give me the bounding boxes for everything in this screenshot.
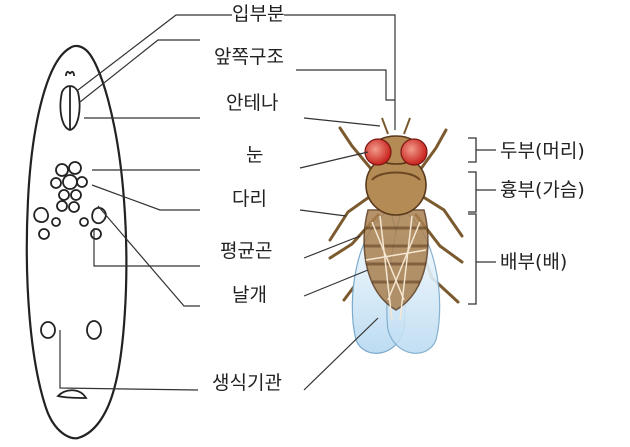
label-thorax: 흉부(가슴) xyxy=(500,179,585,201)
label-leg: 다리 xyxy=(232,188,267,210)
label-haltere: 평균곤 xyxy=(220,240,272,262)
label-abdomen: 배부(배) xyxy=(500,251,567,273)
label-eye: 눈 xyxy=(246,144,263,166)
fly-left-eye xyxy=(365,139,391,165)
label-head: 두부(머리) xyxy=(500,140,585,162)
body-region-brackets xyxy=(468,138,496,304)
label-mouthparts: 입부분 xyxy=(232,3,284,25)
label-genitalia: 생식기관 xyxy=(212,372,282,394)
label-antenna: 안테나 xyxy=(226,92,278,114)
larva-head-structures xyxy=(34,72,106,398)
label-anterior-structures: 앞쪽구조 xyxy=(214,46,284,68)
fly-antennae xyxy=(382,118,410,134)
fly-right-eye xyxy=(401,139,427,165)
label-wing: 날개 xyxy=(232,284,267,306)
leader-lines xyxy=(60,15,395,390)
larva-outline xyxy=(27,46,127,438)
